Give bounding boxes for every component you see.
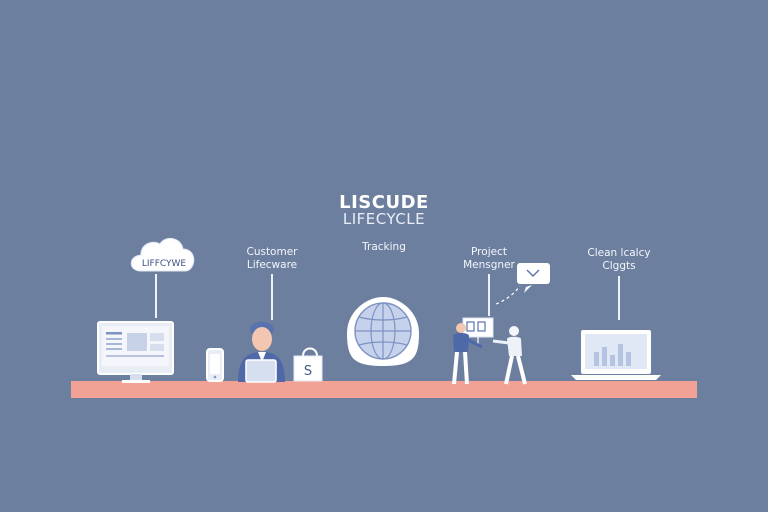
bag-label: S [304,364,312,379]
connector-line-cloud [155,274,157,318]
connector-line-customer [271,274,273,320]
stage-label-project: Project Mensgner [463,246,515,271]
team-presentation-icon [452,317,527,385]
diagram-title: LISCUDE [339,192,429,213]
timeline-shelf [71,381,697,398]
smartphone-icon [206,348,224,382]
laptop-chart-icon [571,330,661,380]
shopping-bag-icon: S [293,347,323,382]
globe-icon [347,297,419,366]
stage-label-clean: Clean lcalcy Clggts [587,247,651,272]
message-bubble-icon [495,263,550,305]
cloud-icon: LIFFCYWE [130,237,195,272]
person-laptop-icon [238,321,285,383]
connector-line-project [488,274,490,316]
monitor-icon [97,321,174,383]
cloud-label: LIFFCYWE [142,259,187,269]
stage-label-customer: Customer Lifecware [246,246,298,271]
stage-label-tracking: Tracking [362,241,406,253]
connector-line-clean [618,276,620,320]
diagram-subtitle: LIFECYCLE [342,210,426,228]
